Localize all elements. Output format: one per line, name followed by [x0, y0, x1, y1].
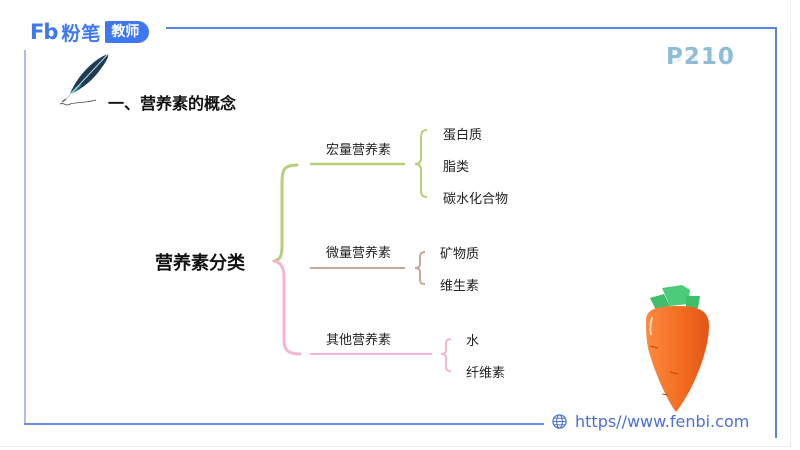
carrot-illustration: [646, 285, 709, 412]
logo-badge: 教师: [105, 21, 150, 43]
leaf-carbohydrates: 碳水化合物: [443, 192, 509, 207]
leaf-lipids: 脂类: [443, 160, 470, 175]
globe-icon: [552, 414, 567, 429]
footer-website: https//www.fenbi.com: [552, 412, 749, 431]
website-url: https//www.fenbi.com: [575, 412, 750, 431]
fenbi-teacher-logo: Fb 粉笔 教师: [30, 20, 150, 45]
page-number: P210: [666, 44, 735, 70]
section-title: 一、营养素的概念: [108, 94, 237, 113]
mindmap-root: 营养素分类: [155, 253, 245, 274]
frame-left-line: [24, 50, 26, 425]
leaf-vitamins: 维生素: [440, 279, 480, 294]
leaf-protein: 蛋白质: [443, 128, 483, 143]
frame-bottom-line: [24, 423, 544, 425]
branch-other-nutrients: 其他营养素: [326, 333, 392, 348]
logo-text: 粉笔: [61, 22, 102, 45]
branch-macronutrients: 宏量营养素: [326, 143, 392, 158]
leaf-water: 水: [466, 334, 480, 349]
leaf-fiber: 纤维素: [466, 366, 506, 381]
frame-right-line: [775, 27, 777, 438]
branch-micronutrients: 微量营养素: [326, 246, 392, 261]
leaf-minerals: 矿物质: [440, 247, 480, 262]
quill-pen-icon: [59, 53, 109, 106]
logo-mark: Fb: [30, 20, 58, 44]
frame-top-line: [166, 27, 777, 29]
